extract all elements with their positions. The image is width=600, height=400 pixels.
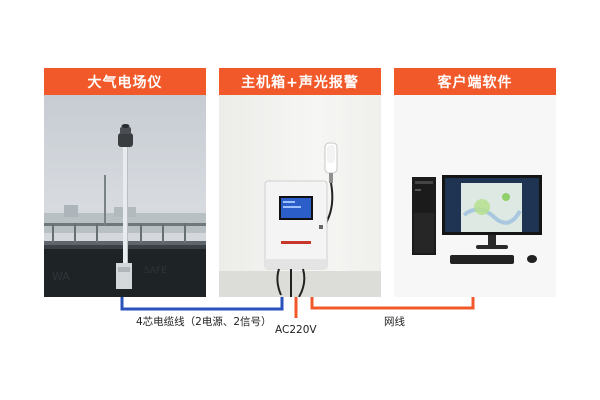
cable-line	[120, 297, 284, 311]
network-label: 网线	[384, 316, 405, 328]
panel-host-box: 主机箱+声光报警	[219, 68, 381, 297]
panel-title-field-meter: 大气电场仪	[44, 68, 206, 95]
panel-field-meter: 大气电场仪 WA SAFE	[44, 68, 206, 297]
client-software-photo	[394, 95, 556, 297]
svg-text:SAFE: SAFE	[144, 266, 167, 276]
network-line	[310, 297, 475, 310]
host-box-photo	[219, 95, 381, 297]
panel-client-software: 客户端软件	[394, 68, 556, 297]
cable-label: 4芯电缆线（2电源、2信号）	[136, 316, 272, 328]
panel-title-client-software: 客户端软件	[394, 68, 556, 95]
svg-text:WA: WA	[52, 270, 70, 283]
power-label: AC220V	[275, 324, 317, 336]
panel-title-host-box: 主机箱+声光报警	[219, 68, 381, 95]
field-meter-photo: WA SAFE	[44, 95, 206, 297]
